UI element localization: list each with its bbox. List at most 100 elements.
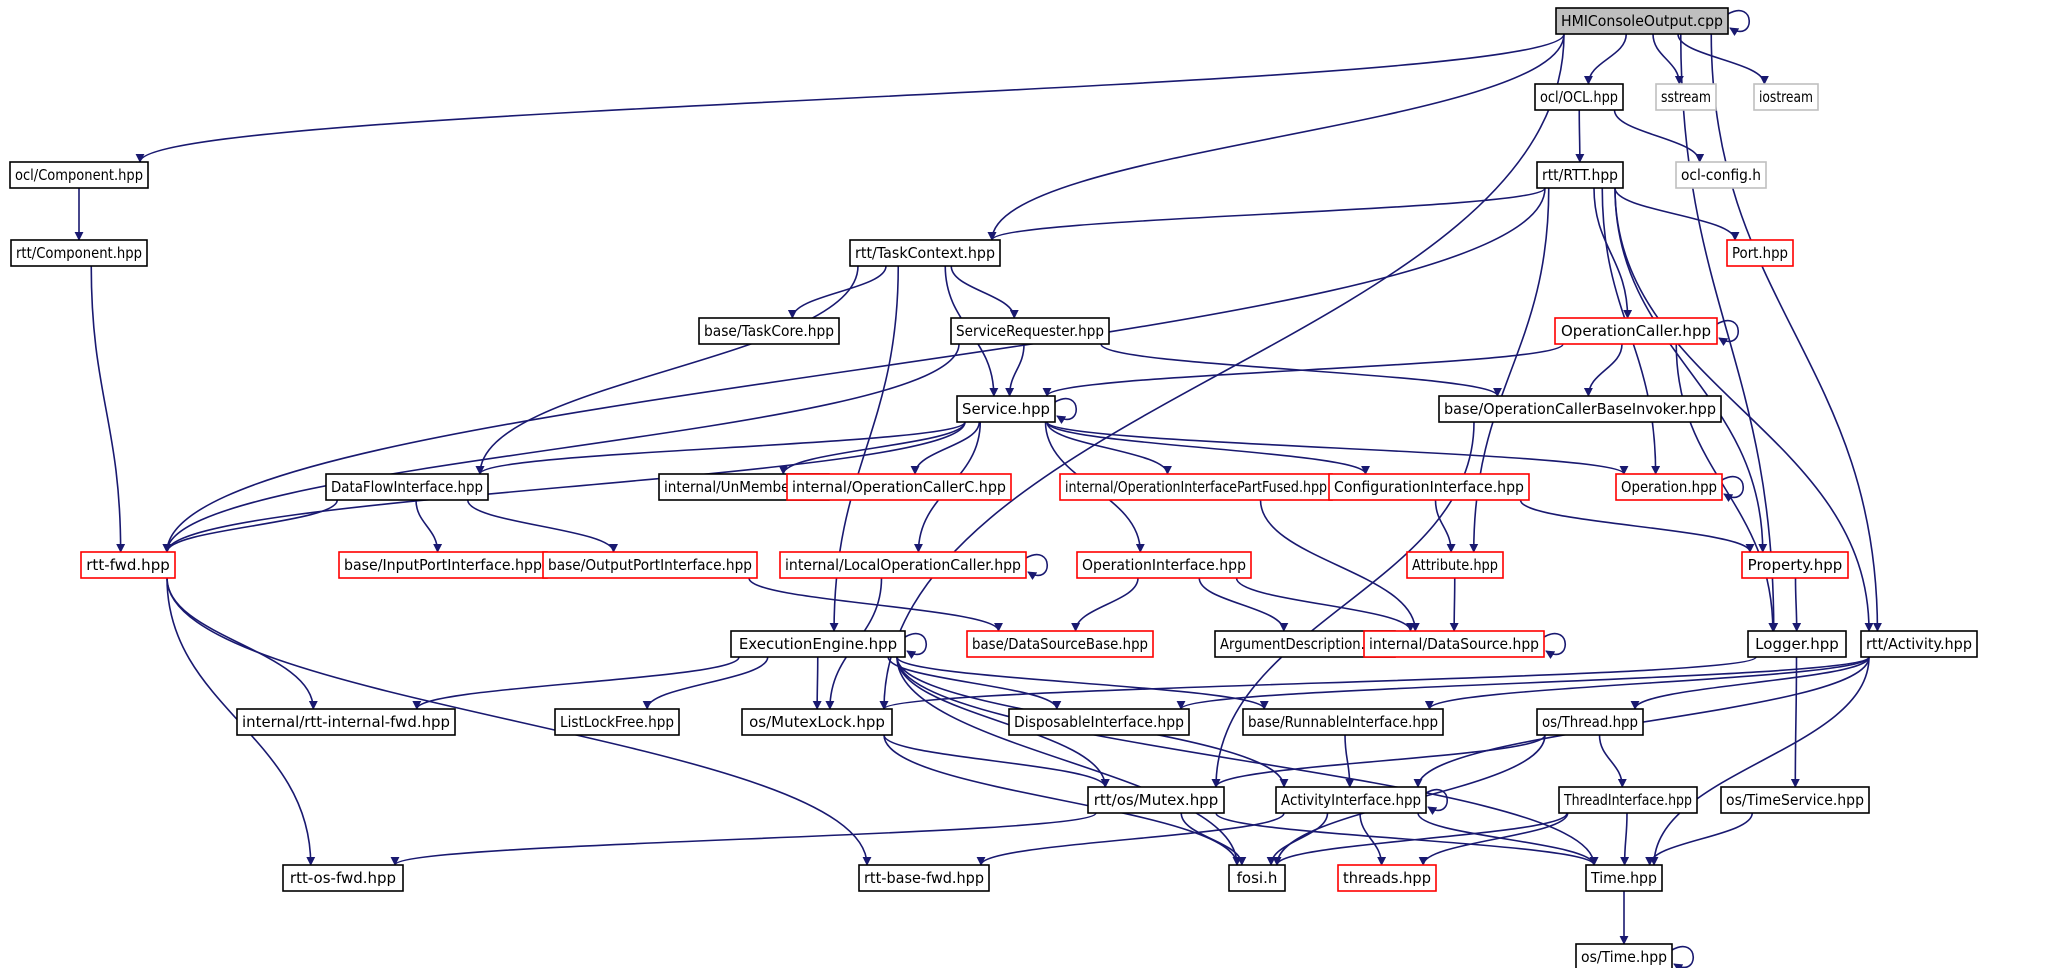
node-opcallerbaseinvoker[interactable]: base/OperationCallerBaseInvoker.hpp <box>1438 395 1722 423</box>
node-box <box>858 864 990 892</box>
node-label: ConfigurationInterface.hpp <box>1334 478 1524 496</box>
node-ostime[interactable]: os/Time.hpp <box>1575 943 1673 968</box>
node-mutexlock[interactable]: os/MutexLock.hpp <box>741 708 893 736</box>
node-rttfwd[interactable]: rtt-fwd.hpp <box>80 551 176 579</box>
edge-root-to-taskcontext <box>987 33 1565 241</box>
node-rttinternalfwd[interactable]: internal/rtt-internal-fwd.hpp <box>236 708 456 736</box>
dependency-edge <box>1575 109 1585 163</box>
node-rttactivity[interactable]: rtt/Activity.hpp <box>1860 630 1978 658</box>
node-box <box>1242 708 1444 736</box>
node-box <box>236 708 456 736</box>
node-rttosfwd[interactable]: rtt-os-fwd.hpp <box>282 864 404 892</box>
edge-root-to-rttactivity <box>1710 33 1882 632</box>
dependency-edge <box>1593 187 1633 319</box>
node-attribute[interactable]: Attribute.hpp <box>1406 551 1504 579</box>
dependency-edge <box>748 577 1003 632</box>
node-time[interactable]: Time.hpp <box>1585 864 1663 892</box>
node-rtt_rtt[interactable]: rtt/RTT.hpp <box>1536 161 1624 189</box>
edge-timeservice-to-time <box>1645 812 1754 866</box>
node-iostream[interactable]: iostream <box>1753 83 1819 111</box>
node-property[interactable]: Property.hpp <box>1741 551 1849 579</box>
node-box <box>1059 473 1333 501</box>
node-box <box>1655 83 1717 111</box>
node-runnable[interactable]: base/RunnableInterface.hpp <box>1242 708 1444 736</box>
edge-logger-to-timeservice <box>1790 656 1800 788</box>
dependency-edge <box>1652 33 1684 85</box>
node-rttbasefwd[interactable]: rtt-base-fwd.hpp <box>858 864 990 892</box>
node-osthread[interactable]: os/Thread.hpp <box>1536 708 1644 736</box>
node-threadif[interactable]: ThreadInterface.hpp <box>1558 786 1698 814</box>
dependency-edge <box>879 33 1565 710</box>
dependency-edge <box>166 577 318 710</box>
node-datasourcebase[interactable]: base/DataSourceBase.hpp <box>966 630 1154 658</box>
dependency-edge <box>415 499 443 553</box>
node-ocl_component[interactable]: ocl/Component.hpp <box>9 161 149 189</box>
dependency-edge <box>896 656 1269 710</box>
edge-dataflow-to-rttfwd <box>162 499 339 553</box>
edge-root-to-mutexlock <box>879 33 1565 710</box>
node-servicerequester[interactable]: ServiceRequester.hpp <box>950 317 1110 345</box>
edge-outputport-to-datasourcebase <box>748 577 1003 632</box>
dependency-edge <box>987 187 1546 241</box>
node-label: ThreadInterface.hpp <box>1563 791 1692 809</box>
node-ocl_hpp[interactable]: ocl/OCL.hpp <box>1534 83 1624 111</box>
node-listlockfree[interactable]: ListLockFree.hpp <box>554 708 680 736</box>
node-opinterface[interactable]: OperationInterface.hpp <box>1076 551 1252 579</box>
node-box <box>338 551 548 579</box>
node-label: fosi.h <box>1237 869 1278 887</box>
node-outputport[interactable]: base/OutputPortInterface.hpp <box>542 551 758 579</box>
node-label: base/InputPortInterface.hpp <box>344 556 542 574</box>
node-execengine[interactable]: ExecutionEngine.hpp <box>730 630 906 658</box>
dependency-edge <box>1649 656 1870 866</box>
node-fosi[interactable]: fosi.h <box>1228 864 1286 892</box>
node-port[interactable]: Port.hpp <box>1726 239 1794 267</box>
dependency-edge <box>896 656 1110 788</box>
node-inputport[interactable]: base/InputPortInterface.hpp <box>338 551 548 579</box>
node-root[interactable]: HMIConsoleOutput.cpp <box>1555 7 1729 35</box>
edge-localopcaller-to-localopcaller <box>1025 553 1048 581</box>
node-service[interactable]: Service.hpp <box>956 395 1056 423</box>
node-box <box>1554 317 1718 345</box>
edge-osthread-to-mutex <box>1211 734 1546 788</box>
node-operationcaller[interactable]: OperationCaller.hpp <box>1554 317 1718 345</box>
dependency-edge <box>1710 33 1882 632</box>
edge-mutexlock-to-mutex <box>883 734 1110 788</box>
node-activityif[interactable]: ActivityInterface.hpp <box>1275 786 1427 814</box>
edge-root-to-root <box>1727 9 1750 37</box>
node-sstream[interactable]: sstream <box>1655 83 1717 111</box>
node-opcallerc[interactable]: internal/OperationCallerC.hpp <box>786 473 1012 501</box>
node-opifpartfused[interactable]: internal/OperationInterfacePartFused.hpp <box>1059 473 1333 501</box>
node-datasource[interactable]: internal/DataSource.hpp <box>1363 630 1545 658</box>
node-label: DisposableInterface.hpp <box>1014 713 1184 731</box>
dependency-edge <box>1716 319 1739 347</box>
node-taskcore[interactable]: base/TaskCore.hpp <box>698 317 840 345</box>
node-threads[interactable]: threads.hpp <box>1337 864 1437 892</box>
node-label: base/RunnableInterface.hpp <box>1248 713 1438 731</box>
edge-rttactivity-to-time <box>1649 656 1870 866</box>
node-timeservice[interactable]: os/TimeService.hpp <box>1720 786 1870 814</box>
node-dataflow[interactable]: DataFlowInterface.hpp <box>325 473 489 501</box>
node-rtt_component[interactable]: rtt/Component.hpp <box>10 239 148 267</box>
dependency-edge <box>1344 734 1355 788</box>
node-taskcontext[interactable]: rtt/TaskContext.hpp <box>849 239 1001 267</box>
dependency-edge <box>896 656 1599 866</box>
edge-execengine-to-execengine <box>904 632 927 660</box>
edge-activityif-to-rttbasefwd <box>976 812 1285 866</box>
dependency-edge <box>1180 812 1247 866</box>
node-label: DataFlowInterface.hpp <box>331 478 483 496</box>
node-box <box>779 551 1027 579</box>
node-box <box>10 239 148 267</box>
node-disposable[interactable]: DisposableInterface.hpp <box>1008 708 1190 736</box>
node-ocl_config[interactable]: ocl-config.h <box>1675 161 1767 189</box>
node-box <box>1726 239 1794 267</box>
node-configif[interactable]: ConfigurationInterface.hpp <box>1328 473 1530 501</box>
dependency-edge <box>1671 945 1694 968</box>
edge-datasource-to-datasource <box>1543 632 1566 660</box>
dependency-edge <box>1630 656 1870 710</box>
dependency-edge <box>1418 812 1569 866</box>
node-logger[interactable]: Logger.hpp <box>1747 630 1847 658</box>
edge-root-to-ocl_hpp <box>1583 33 1628 85</box>
node-operation[interactable]: Operation.hpp <box>1615 473 1723 501</box>
node-localopcaller[interactable]: internal/LocalOperationCaller.hpp <box>779 551 1027 579</box>
node-mutex[interactable]: rtt/os/Mutex.hpp <box>1087 786 1225 814</box>
